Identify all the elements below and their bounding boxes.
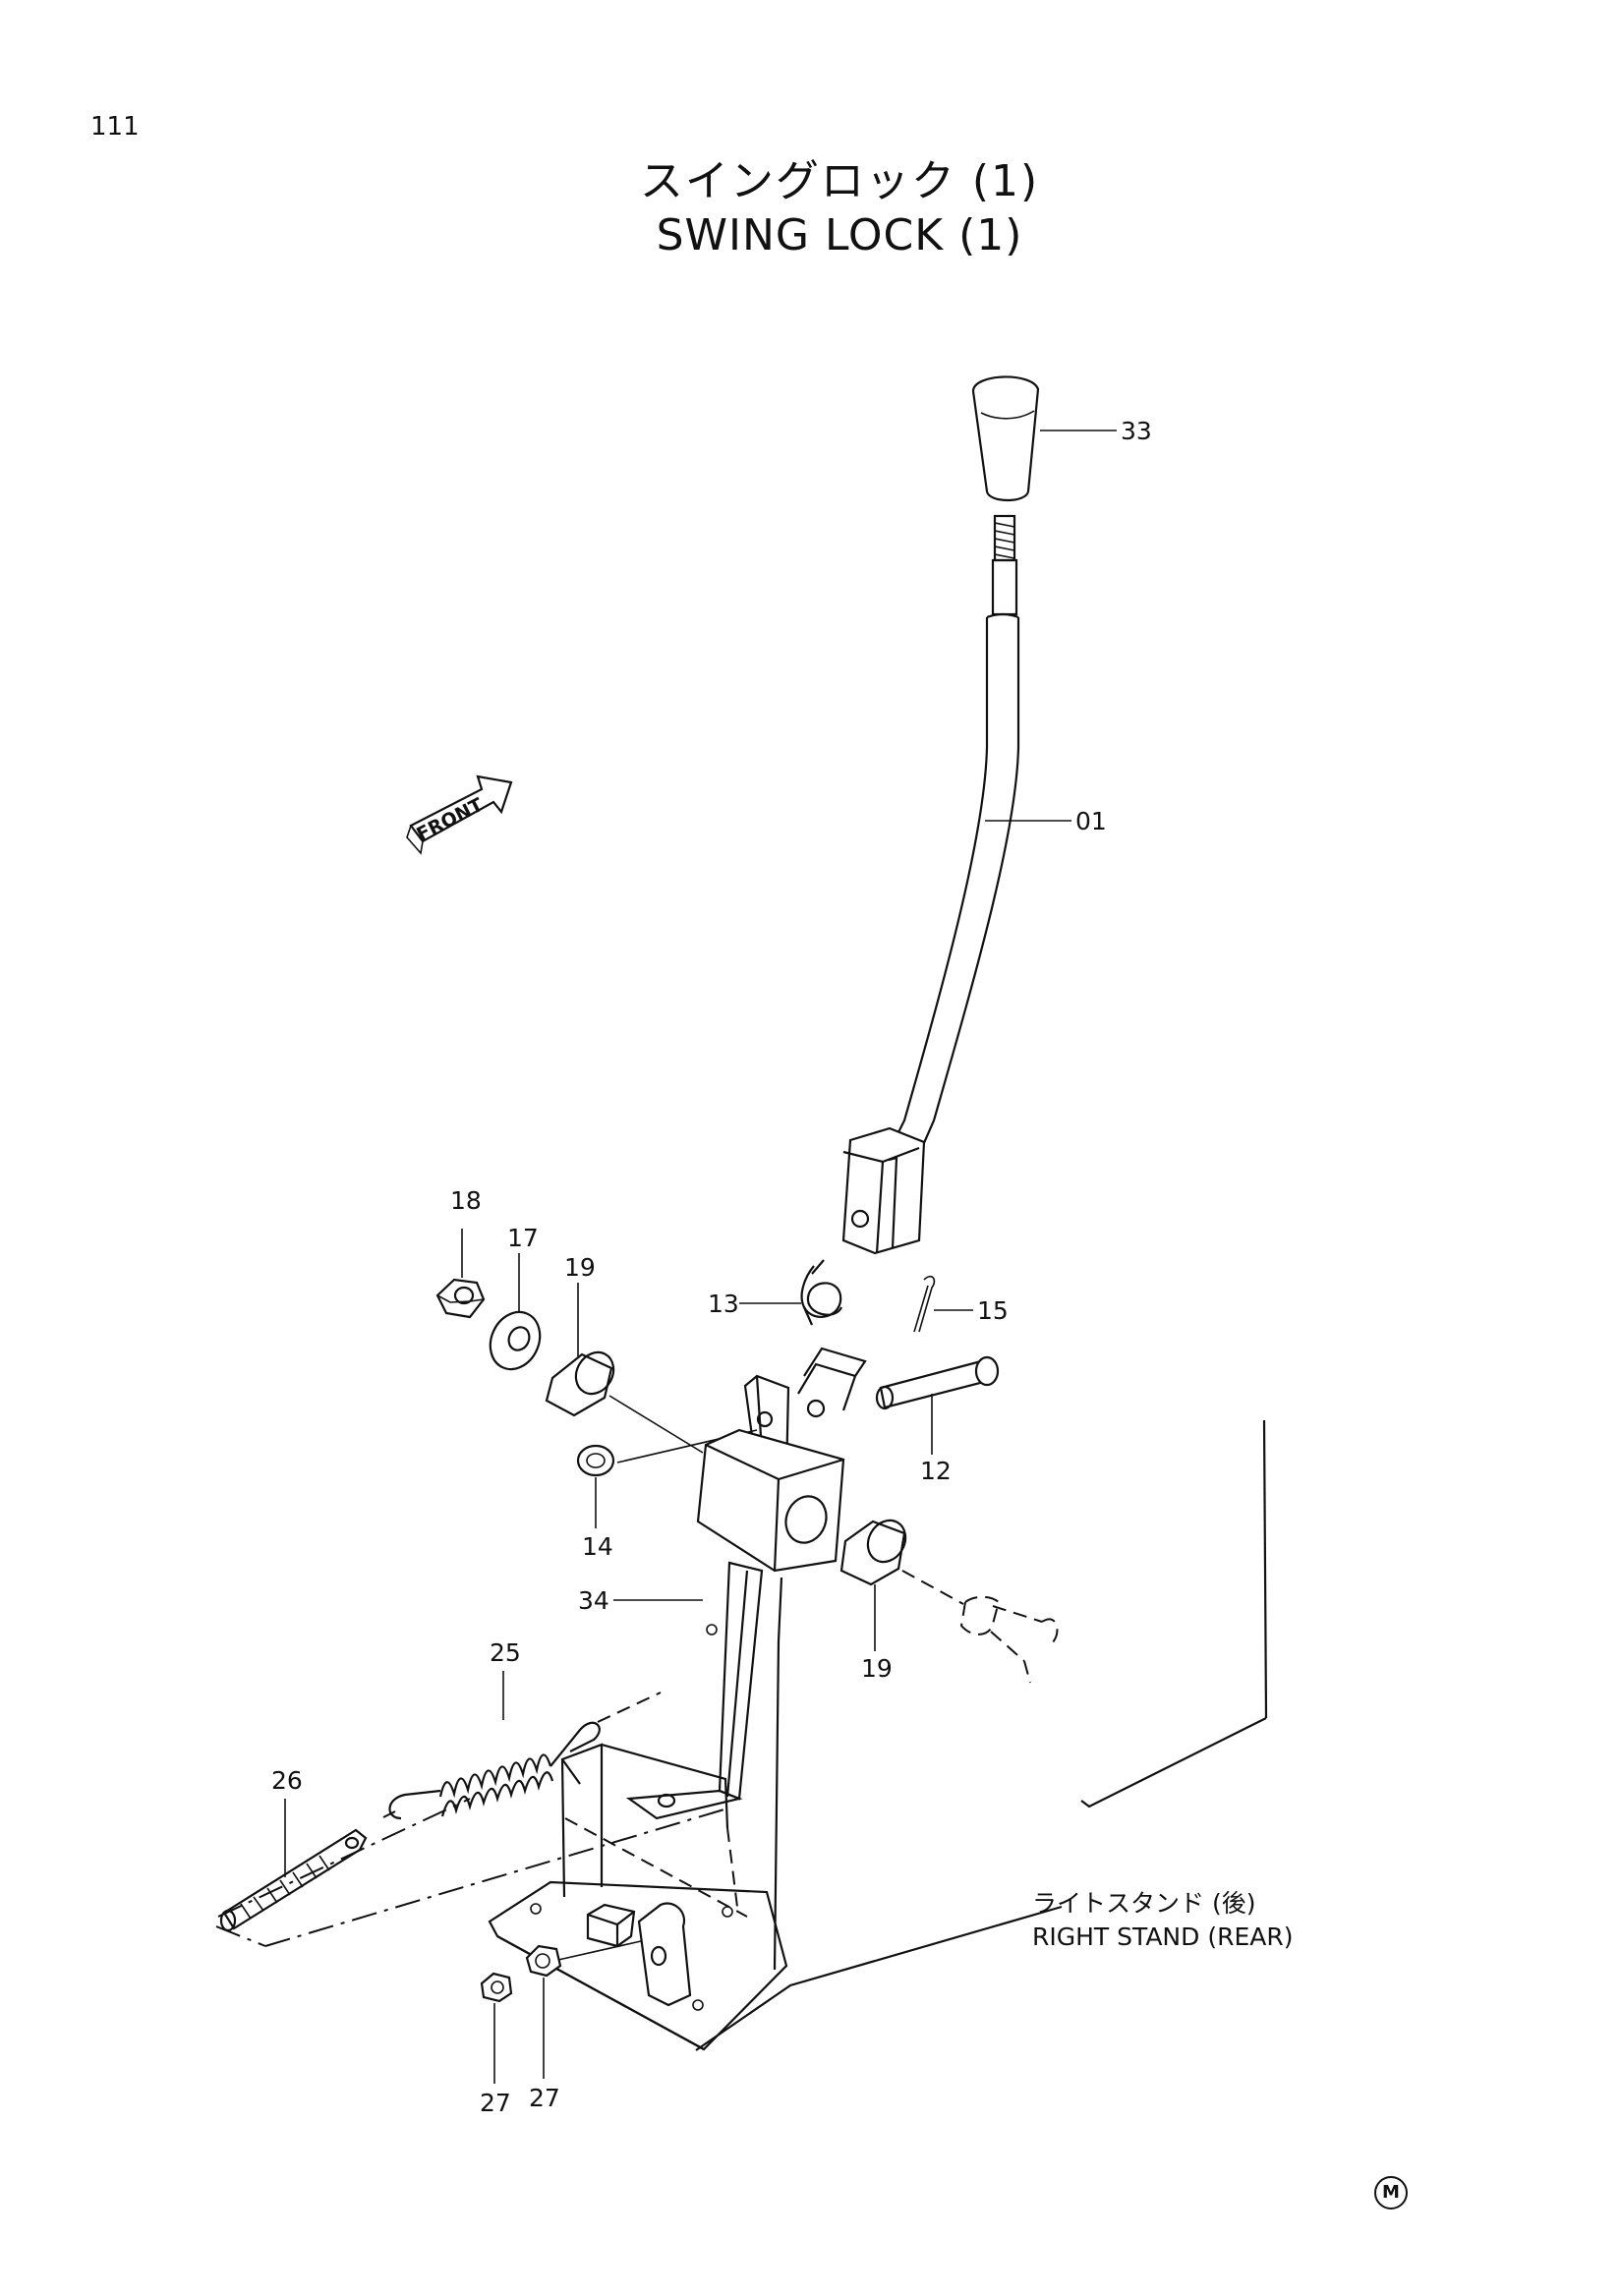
- right-stand: [695, 1419, 1268, 2051]
- threaded-stud: [991, 514, 1018, 616]
- rod-26: [219, 1828, 368, 1932]
- base-plate: [488, 1743, 788, 2051]
- callout-19-upper: 19: [564, 1253, 596, 1282]
- corner-mark: M: [1374, 2176, 1408, 2210]
- knob-part: [971, 375, 1040, 502]
- nut-18: [435, 1278, 486, 1319]
- title-english: SWING LOCK (1): [656, 210, 1023, 260]
- callout-18: 18: [450, 1186, 482, 1215]
- callout-13: 13: [708, 1290, 739, 1318]
- bracket-34: [625, 1347, 867, 1820]
- mating-part-phantom: [959, 1595, 1059, 1684]
- callout-17: 17: [507, 1224, 539, 1252]
- stand-label-japanese: ライトスタンド (後): [1032, 1889, 1256, 1918]
- nut-27-left: [480, 1972, 513, 2003]
- washer-14: [576, 1444, 615, 1477]
- front-arrow: FRONT: [406, 775, 513, 855]
- washer-17: [489, 1310, 542, 1371]
- spring-13: [800, 1259, 843, 1326]
- page-title: スイングロック (1) SWING LOCK (1): [0, 145, 1620, 260]
- stand-label-english: RIGHT STAND (REAR): [1032, 1923, 1294, 1951]
- callout-15: 15: [977, 1296, 1009, 1325]
- callout-27-right: 27: [529, 2084, 560, 2112]
- callout-27-left: 27: [480, 2089, 511, 2117]
- lever-part: [841, 612, 1020, 1255]
- nut-27-right: [525, 1944, 562, 1978]
- callout-01: 01: [1075, 807, 1107, 835]
- cotter-pin-15: [913, 1275, 936, 1333]
- bushing-19-lower: [839, 1519, 907, 1586]
- stand-label: ライトスタンド (後) RIGHT STAND (REAR): [1032, 1887, 1293, 1954]
- bushing-19-upper: [545, 1350, 615, 1417]
- callout-26: 26: [271, 1766, 303, 1795]
- callout-33: 33: [1121, 417, 1152, 445]
- front-arrow-label: FRONT: [413, 794, 487, 846]
- callout-25: 25: [490, 1638, 521, 1667]
- spring-25: [388, 1721, 601, 1820]
- pin-12: [875, 1355, 1000, 1410]
- page-number: 111: [90, 112, 140, 142]
- callout-19-lower: 19: [861, 1654, 893, 1683]
- title-japanese: スイングロック (1): [639, 156, 1040, 206]
- callout-34: 34: [578, 1586, 609, 1615]
- callout-12: 12: [920, 1457, 952, 1485]
- callout-14: 14: [582, 1532, 613, 1561]
